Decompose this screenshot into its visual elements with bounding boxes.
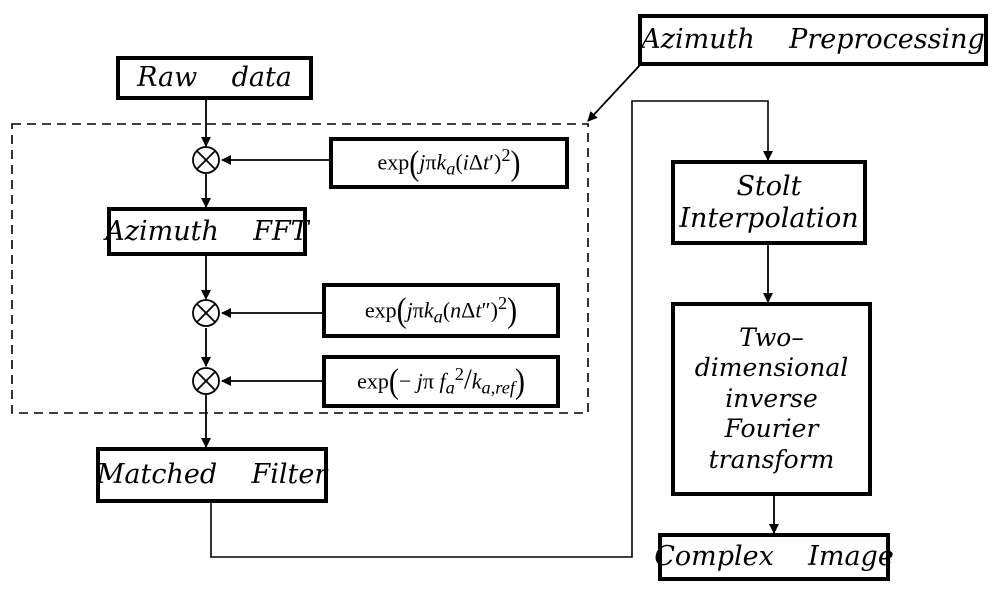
interpolation-label: Interpolation: [679, 202, 859, 234]
complex-image-box: Complex Image: [654, 533, 894, 581]
equation-box-3: exp(− jπ fa2/ka,ref): [322, 355, 560, 408]
ifft-line-5: transform: [708, 444, 835, 474]
equation-2: exp(jπka(nΔt″)2): [364, 291, 518, 330]
stolt-interpolation-box: Stolt Interpolation: [671, 160, 867, 245]
multiplier-1: [192, 146, 220, 174]
raw-data-box: Raw data: [116, 56, 313, 100]
equation-box-2: exp(jπka(nΔt″)2): [322, 283, 560, 338]
raw-data-label: Raw data: [137, 62, 292, 94]
multiplier-3: [192, 367, 220, 395]
azimuth-preprocessing-box: Azimuth Preprocessing: [638, 14, 988, 66]
arrow-preprocessing-to-region: [587, 64, 641, 122]
equation-1: exp(jπka(iΔt′)2): [377, 144, 521, 183]
equation-3: exp(− jπ fa2/ka,ref): [357, 362, 525, 401]
ifft-line-3: inverse: [725, 383, 818, 413]
ifft-line-2: dimensional: [694, 353, 849, 383]
azimuth-fft-box: Azimuth FFT: [105, 207, 309, 256]
preprocessing-region: [11, 123, 589, 414]
ifft-line-1: Two–: [739, 322, 804, 352]
equation-box-1: exp(jπka(iΔt′)2): [329, 137, 569, 189]
azimuth-fft-label: Azimuth FFT: [105, 215, 309, 247]
matched-filter-label: Matched Filter: [96, 459, 328, 491]
azimuth-preprocessing-label: Azimuth Preprocessing: [641, 24, 985, 56]
arrow-matched-to-stolt: [210, 100, 773, 558]
stolt-label: Stolt: [736, 171, 802, 203]
complex-image-label: Complex Image: [654, 541, 894, 573]
matched-filter-box: Matched Filter: [96, 447, 328, 503]
ifft-line-4: Fourier: [724, 414, 819, 444]
two-dimensional-ifft-box: Two– dimensional inverse Fourier transfo…: [671, 302, 872, 496]
multiplier-2: [192, 299, 220, 327]
